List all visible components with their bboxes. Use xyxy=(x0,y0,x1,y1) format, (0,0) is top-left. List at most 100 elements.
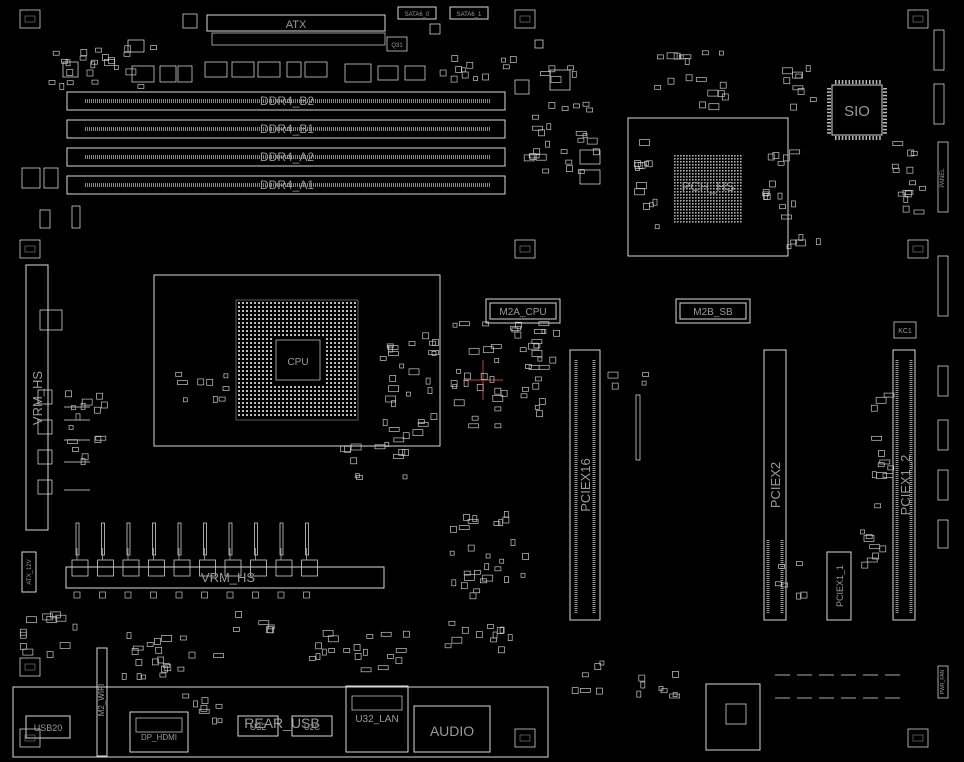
smd-component xyxy=(492,631,498,639)
smd-component xyxy=(561,106,569,111)
dimm-slot-a2 xyxy=(66,147,506,167)
smd-component xyxy=(59,642,71,649)
vrm-phase xyxy=(122,559,140,577)
smd-component xyxy=(201,697,209,704)
smd-component xyxy=(887,465,895,471)
vrm-choke xyxy=(305,522,309,556)
smd-component xyxy=(464,372,471,380)
smd-component xyxy=(137,84,145,89)
smd-component xyxy=(805,65,811,72)
smd-component xyxy=(531,350,543,357)
smd-component xyxy=(580,688,591,693)
smd-component xyxy=(456,368,461,374)
smd-component xyxy=(522,553,529,560)
smd-component xyxy=(522,386,529,392)
smd-component xyxy=(553,329,560,337)
smd-component xyxy=(469,592,477,600)
smd-component xyxy=(599,660,605,666)
dp-hdmi-label: DP_HDMI xyxy=(141,733,177,742)
smd-component xyxy=(425,377,431,385)
smd-component xyxy=(533,148,540,156)
smd-component xyxy=(878,450,885,457)
smd-component xyxy=(398,448,406,456)
smd-component xyxy=(498,519,503,527)
vrm-phase xyxy=(224,559,242,577)
smd-component xyxy=(235,611,242,618)
mount-hole xyxy=(19,728,41,748)
smd-component xyxy=(380,631,392,637)
smd-component xyxy=(136,673,142,680)
smd-component xyxy=(667,77,675,85)
smd-component xyxy=(327,635,339,643)
smd-component xyxy=(641,380,647,386)
smd-component xyxy=(94,406,101,414)
smd-component xyxy=(182,397,188,403)
sata-connector-0: SATA6_0 xyxy=(397,6,437,20)
smd-component xyxy=(46,616,58,623)
smd-component xyxy=(635,166,640,171)
smd-component xyxy=(179,635,187,641)
vrm-left-bank: VRM_HS xyxy=(25,264,63,531)
smd-component xyxy=(177,380,188,385)
smd-component xyxy=(46,651,54,658)
smd-component xyxy=(719,81,727,89)
smd-component xyxy=(267,626,274,634)
smd-component xyxy=(672,692,678,697)
smd-component xyxy=(490,344,502,349)
smd-component xyxy=(432,339,439,346)
vrm-phase xyxy=(71,559,89,577)
smd-component xyxy=(473,76,478,81)
smd-component xyxy=(431,351,437,356)
smd-component xyxy=(871,435,882,441)
dp-hdmi-port: DP_HDMI xyxy=(129,711,189,753)
smd-component xyxy=(403,630,410,638)
smd-component xyxy=(577,137,585,143)
smd-component xyxy=(903,196,909,203)
smd-component xyxy=(344,445,351,453)
smd-component xyxy=(528,153,540,159)
smd-component xyxy=(772,152,780,159)
smd-component xyxy=(652,198,658,206)
smd-component xyxy=(798,234,804,241)
smd-component xyxy=(872,552,879,560)
smd-component xyxy=(61,58,68,64)
dimm-slot-b2 xyxy=(66,91,506,111)
vrm-choke xyxy=(254,522,258,556)
smd-component xyxy=(100,401,108,409)
smd-component xyxy=(815,238,821,246)
vrm-phase xyxy=(148,559,165,577)
smd-component xyxy=(402,432,410,440)
smd-component xyxy=(388,385,399,393)
vrm-phase xyxy=(275,559,293,577)
smd-component xyxy=(350,457,358,465)
smd-component xyxy=(161,635,173,642)
smd-component xyxy=(782,67,793,75)
vrm-choke xyxy=(177,522,182,556)
smd-component xyxy=(366,634,374,639)
mount-hole xyxy=(907,239,929,259)
smd-component xyxy=(763,193,768,200)
smd-component xyxy=(388,427,400,432)
smd-component xyxy=(408,341,416,346)
smd-component xyxy=(321,648,327,656)
panel-label: PANEL xyxy=(940,168,946,188)
smd-component xyxy=(198,708,210,714)
smd-component xyxy=(762,191,770,197)
smd-component xyxy=(519,347,527,353)
smd-component xyxy=(582,101,590,107)
smd-component xyxy=(528,365,540,370)
smd-component xyxy=(175,371,183,377)
mount-holes xyxy=(19,9,929,748)
smd-component xyxy=(507,634,513,641)
smd-component xyxy=(475,631,483,638)
u32-lan-port: U32_LAN xyxy=(345,685,409,753)
smd-component xyxy=(395,648,407,653)
smd-component xyxy=(483,346,494,354)
smd-component xyxy=(781,214,792,220)
smd-component xyxy=(430,413,438,420)
smd-component xyxy=(684,58,690,65)
audio-label: AUDIO xyxy=(430,723,474,739)
smd-component xyxy=(159,672,167,678)
mount-hole xyxy=(19,9,41,29)
